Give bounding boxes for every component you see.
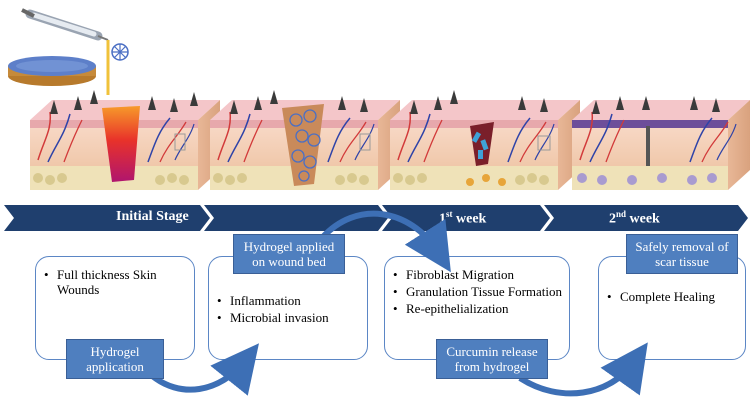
skin-block-week2 [572,96,750,190]
nanoparticle-icon [111,43,129,61]
tag-curcumin-release: Curcumin release from hydrogel [436,339,548,379]
wound-healing-illustration [8,8,750,190]
list-item: Complete Healing [607,289,745,304]
list-item: Microbial invasion [217,310,367,325]
list-item: Granulation Tissue Formation [393,284,569,299]
skin-block-hydrogel [210,90,400,190]
syringe-icon [21,8,110,95]
skin-block-initial [30,90,220,190]
tag-hydrogel-application: Hydrogel application [66,339,164,379]
arrow-to-hydrogel [148,343,260,396]
arrow-to-week1 [319,210,451,273]
tag-hydrogel-applied: Hydrogel applied on wound bed [233,234,345,274]
stage-label-week2: 2nd week [609,209,660,227]
arrow-to-week2 [518,342,648,397]
list-item: Inflammation [217,293,367,308]
list-item: Re-epithelialization [393,301,569,316]
hydrogel-disc-icon [8,56,96,86]
list-item: Full thickness Skin Wounds [44,267,194,297]
tag-scar-removal: Safely removal of scar tissue [626,234,738,274]
stage-label-initial: Initial Stage [116,209,189,224]
